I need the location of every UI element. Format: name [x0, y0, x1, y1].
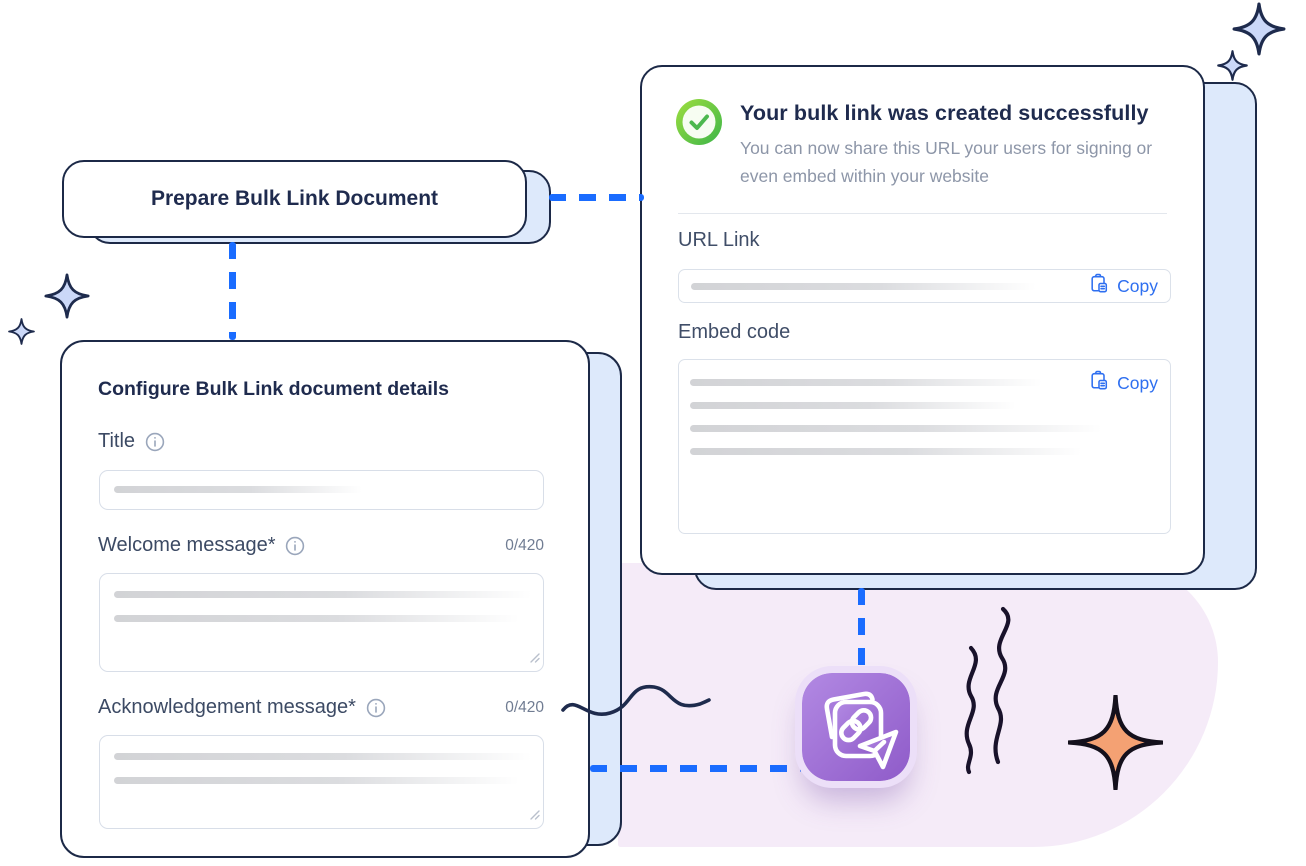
title-input[interactable] [99, 470, 544, 510]
welcome-field-row: Welcome message* 0/420 [98, 534, 544, 557]
sparkle-icon [1217, 50, 1248, 81]
info-circle-icon[interactable] [145, 432, 165, 452]
sparkle-icon [44, 273, 90, 319]
info-circle-icon[interactable] [366, 698, 386, 718]
vertical-squiggles [964, 606, 1011, 775]
sparkle-orange-icon [1068, 695, 1163, 790]
success-header: Your bulk link was created successfully … [676, 99, 1178, 190]
copy-embed-label: Copy [1117, 372, 1158, 393]
bulk-link-send-icon [802, 673, 910, 781]
embed-placeholder-bar [690, 402, 1016, 409]
welcome-textarea[interactable] [99, 573, 544, 672]
prepare-step-card: Prepare Bulk Link Document [62, 160, 527, 238]
url-link-field[interactable]: Copy [678, 269, 1171, 303]
sparkle-icon [1232, 2, 1286, 56]
url-link-label: URL Link [678, 229, 760, 251]
embed-placeholder-bar [690, 448, 1082, 455]
configure-card: Configure Bulk Link document details Tit… [60, 340, 590, 858]
url-placeholder-bar [691, 282, 1036, 290]
embed-code-field[interactable]: Copy [678, 359, 1171, 534]
success-title: Your bulk link was created successfully [740, 101, 1149, 125]
clipboard-copy-icon [1089, 370, 1109, 396]
resize-handle[interactable] [529, 807, 540, 825]
check-circle-icon [676, 99, 722, 150]
ack-field-row: Acknowledgement message* 0/420 [98, 696, 544, 719]
copy-embed-button[interactable]: Copy [1089, 370, 1158, 396]
success-card: Your bulk link was created successfully … [640, 65, 1205, 575]
connector-prepare-to-configure [229, 242, 236, 340]
title-placeholder-bar [114, 486, 362, 493]
connector-configure-to-icon [590, 765, 802, 772]
welcome-char-counter: 0/420 [505, 536, 544, 554]
welcome-placeholder-bar [114, 615, 519, 622]
embed-placeholder-bar [690, 425, 1102, 432]
ack-placeholder-bar [114, 753, 532, 760]
title-field-row: Title [98, 430, 544, 453]
info-circle-icon[interactable] [285, 536, 305, 556]
embed-placeholder-bar [690, 379, 1042, 386]
embed-code-label: Embed code [678, 321, 791, 343]
ack-char-counter: 0/420 [505, 698, 544, 716]
connector-success-to-icon [858, 588, 865, 674]
divider [678, 213, 1167, 214]
title-label: Title [98, 430, 136, 452]
connector-prepare-to-success [549, 194, 644, 201]
ack-textarea[interactable] [99, 735, 544, 829]
prepare-step-title: Prepare Bulk Link Document [150, 187, 439, 210]
ack-label: Acknowledgement message* [98, 696, 356, 718]
horizontal-squiggle [561, 685, 711, 717]
clipboard-copy-icon [1089, 273, 1109, 299]
configure-title: Configure Bulk Link document details [98, 378, 450, 400]
welcome-label: Welcome message* [98, 534, 276, 556]
success-subtitle: You can now share this URL your users fo… [740, 138, 1153, 186]
copy-url-label: Copy [1117, 275, 1158, 296]
sparkle-icon [8, 318, 35, 345]
copy-url-button[interactable]: Copy [1089, 273, 1158, 299]
ack-placeholder-bar [114, 777, 519, 784]
welcome-placeholder-bar [114, 591, 532, 598]
resize-handle[interactable] [529, 650, 540, 668]
